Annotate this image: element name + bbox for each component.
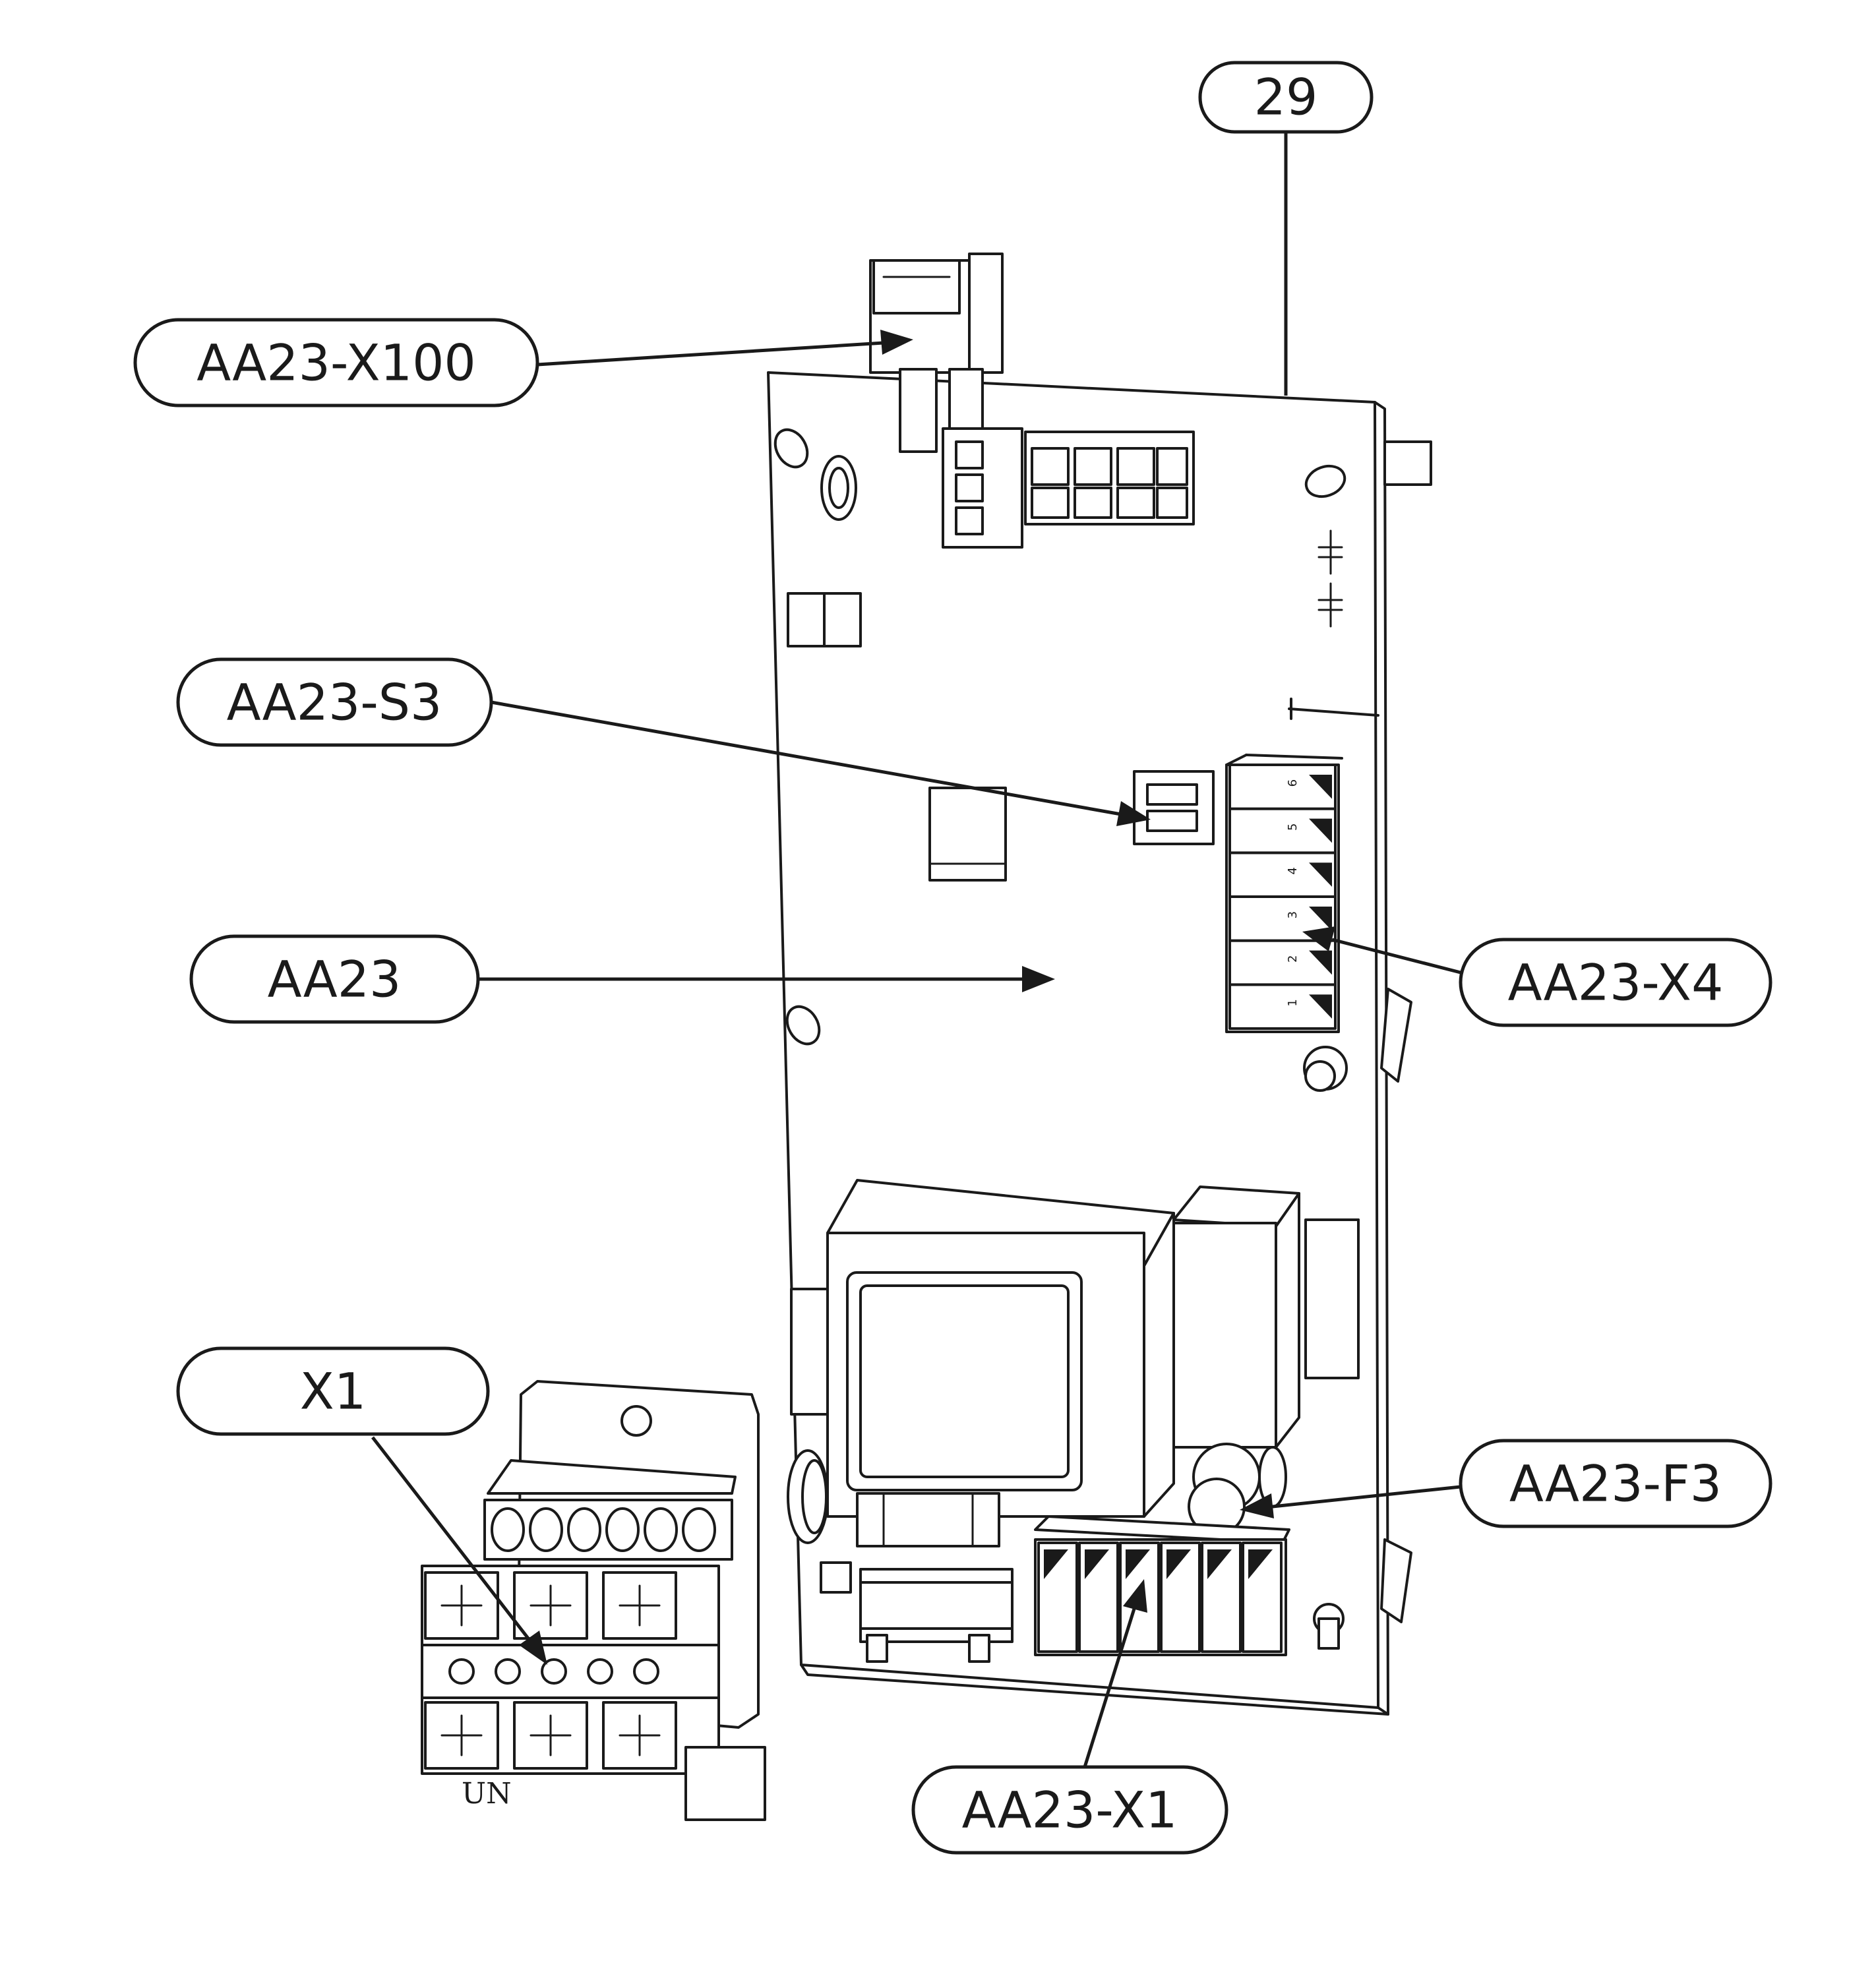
x4-pin-cell (1228, 851, 1337, 899)
callout-label-aa23-s3: AA23-S3 (227, 673, 442, 732)
x4-pin-number: 4 (1286, 867, 1300, 874)
terminal-screw-head (567, 1507, 601, 1552)
callout-aa23-x1: AA23-X1 (911, 1765, 1228, 1855)
callout-aa23: AA23 (189, 934, 480, 1024)
x4-pin-cell (1228, 764, 1337, 810)
cross-screw-icon (619, 1584, 661, 1627)
callout-label-aa23: AA23 (268, 950, 402, 1009)
callout-29: 29 (1198, 61, 1374, 134)
x100-connector (869, 253, 1004, 453)
x4-pin-cell (1228, 807, 1337, 854)
terminal-hole (587, 1658, 613, 1685)
callout-aa23-x100: AA23-X100 (133, 318, 539, 407)
callout-aa23-f3: AA23-F3 (1459, 1439, 1772, 1528)
x1-screw-wedge (1248, 1549, 1273, 1579)
x4-pin-cell (1228, 983, 1337, 1031)
x1-screw-wedge (1044, 1549, 1068, 1579)
terminal-hole (448, 1658, 475, 1685)
callout-label-aa23-x4: AA23-X4 (1508, 953, 1724, 1012)
x4-pin-number: 3 (1286, 911, 1300, 918)
x1-screw-wedge (1085, 1549, 1109, 1579)
terminal-screw-head (644, 1507, 678, 1552)
cross-screw-icon (440, 1584, 483, 1627)
terminal-block-mark: UN (462, 1777, 512, 1811)
x1-screw-wedge (1166, 1549, 1191, 1579)
callout-aa23-s3: AA23-S3 (176, 657, 493, 747)
figure-number: 29 (1254, 68, 1318, 127)
terminal-screw-head (529, 1507, 563, 1552)
cross-screw-icon (440, 1714, 483, 1756)
callout-label-x1: X1 (300, 1362, 366, 1421)
callout-label-aa23-x100: AA23-X100 (197, 334, 476, 392)
terminal-cell (424, 1701, 499, 1770)
terminal-hole (633, 1658, 659, 1685)
s3-switch (1133, 770, 1215, 845)
x4-pin-number: 5 (1286, 824, 1300, 831)
callout-x1: X1 (176, 1346, 490, 1436)
fuse-area (787, 1443, 1287, 1663)
transformer (790, 1179, 1360, 1518)
cross-screw-icon (530, 1584, 572, 1627)
x1-screw-wedge (1126, 1549, 1150, 1579)
callout-label-aa23-f3: AA23-F3 (1509, 1454, 1722, 1513)
x4-pin-cell (1228, 939, 1337, 986)
x4-screw-wedge (1309, 994, 1332, 1019)
terminal-screw-head (682, 1507, 716, 1552)
terminal-hole (541, 1658, 567, 1685)
x4-screw-wedge (1309, 907, 1332, 931)
terminal-screw-head (491, 1507, 525, 1552)
x4-terminal-strip: 1 2 3 4 5 6 (1225, 754, 1343, 1033)
terminal-screw-head (605, 1507, 640, 1552)
callout-aa23-x4: AA23-X4 (1459, 938, 1772, 1027)
aa23-x1-terminal-strip (1034, 1515, 1290, 1656)
x4-pin-number: 6 (1286, 779, 1300, 787)
x4-pin-number: 2 (1286, 955, 1300, 963)
header-connectors (942, 427, 1195, 549)
terminal-hole (495, 1658, 521, 1685)
leader-lines (371, 132, 1461, 1768)
x4-screw-wedge (1309, 775, 1332, 799)
cross-screw-icon (530, 1714, 572, 1756)
callout-label-aa23-x1: AA23-X1 (962, 1781, 1178, 1840)
x1-screw-wedge (1207, 1549, 1232, 1579)
x4-screw-wedge (1309, 818, 1332, 843)
x1-terminal-block: UN (421, 1380, 766, 1821)
x4-screw-wedge (1309, 950, 1332, 975)
x4-screw-wedge (1309, 862, 1332, 887)
x4-pin-number: 1 (1286, 999, 1300, 1006)
cross-screw-icon (619, 1714, 661, 1756)
